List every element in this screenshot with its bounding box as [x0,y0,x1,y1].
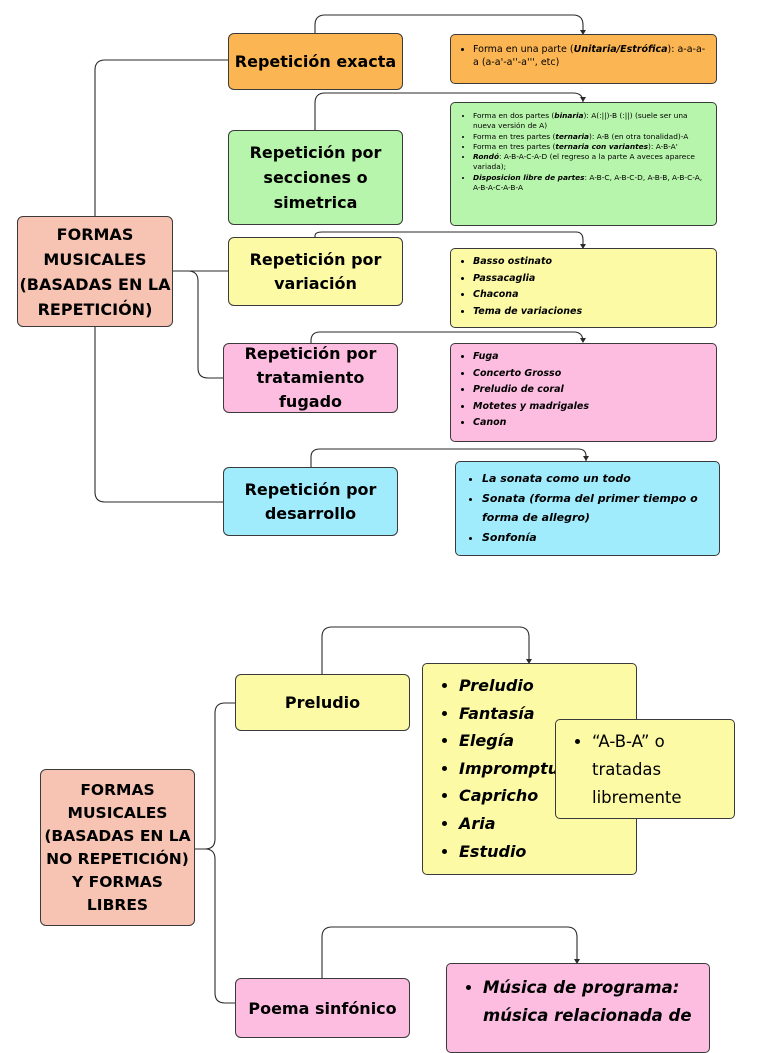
detail-item: Concerto Grosso [473,366,706,383]
detail-item: La sonata como un todo [482,469,709,489]
detail-item: Passacaglia [473,271,706,288]
detail-item: Fantasía [459,700,626,728]
category-node-repeticion-exacta[interactable]: Repetición exacta [228,33,403,90]
arrowhead [574,959,580,964]
arrowhead [526,659,532,664]
note-list: “A-B-A” o tratadas libremente [572,728,722,812]
category-node-repeticion-fugado[interactable]: Repetición por tratamiento fugado [223,343,398,413]
detail-box-preludio: Preludio Fantasía Elegía Impromptu Capri… [422,663,637,875]
detail-box-repeticion-fugado: Fuga Concerto Grosso Preludio de coral M… [450,343,717,442]
arrowhead [580,244,586,249]
detail-item: Preludio [459,672,626,700]
detail-item: Impromptu [459,755,626,783]
root-node-no-repeticion[interactable]: FORMAS MUSICALES (BASADAS EN LA NO REPET… [40,769,195,926]
detail-list: Forma en una parte (Unitaria/Estrófica):… [461,43,706,69]
arrowhead [580,30,586,35]
category-node-preludio[interactable]: Preludio [235,674,410,731]
detail-item: Motetes y madrigales [473,399,706,416]
arrowhead [580,97,586,102]
detail-item: Tema de variaciones [473,304,706,321]
detail-box-repeticion-secciones: Forma en dos partes (binaria): A(:||)-B … [450,102,717,226]
detail-item: Basso ostinato [473,254,706,271]
detail-item: Estudio [459,838,626,866]
detail-item: Aria [459,810,626,838]
connector-arc-7 [321,926,578,978]
arrowhead [583,456,589,461]
connector-arc-6 [321,626,530,674]
detail-item: Elegía [459,727,626,755]
detail-item: Sonfonía [482,528,709,548]
detail-item: Forma en tres partes (ternaria con varia… [473,142,706,152]
note-box-aba: “A-B-A” o tratadas libremente [555,719,735,819]
detail-list: Música de programa: música relacionada d… [463,974,697,1030]
root-node-label: FORMAS MUSICALES (BASADAS EN LA REPETICI… [19,224,171,319]
detail-item: Canon [473,415,706,432]
connector-arc-4 [310,331,584,343]
detail-box-repeticion-variacion: Basso ostinato Passacaglia Chacona Tema … [450,248,717,328]
category-node-repeticion-secciones[interactable]: Repetición por secciones o simetrica [228,130,403,225]
detail-item: Forma en una parte (Unitaria/Estrófica):… [473,43,706,69]
detail-item: Sonata (forma del primer tiempo o forma … [482,489,709,528]
detail-box-repeticion-exacta: Forma en una parte (Unitaria/Estrófica):… [450,34,717,84]
arrowhead [580,338,586,343]
detail-list: Basso ostinato Passacaglia Chacona Tema … [461,254,706,320]
detail-list: La sonata como un todo Sonata (forma del… [470,469,709,547]
connector-arc-1 [314,14,584,34]
category-node-poema-sinfonico[interactable]: Poema sinfónico [235,978,410,1038]
detail-item: Chacona [473,287,706,304]
detail-item: Forma en dos partes (binaria): A(:||)-B … [473,111,706,132]
detail-box-repeticion-desarrollo: La sonata como un todo Sonata (forma del… [455,461,720,556]
detail-item: Capricho [459,782,626,810]
connector-arc-5 [310,448,587,467]
root-node-repeticion[interactable]: FORMAS MUSICALES (BASADAS EN LA REPETICI… [17,216,173,327]
root-node-label: FORMAS MUSICALES (BASADAS EN LA NO REPET… [44,780,191,914]
detail-box-poema-sinfonico: Música de programa: música relacionada d… [446,963,710,1053]
detail-item: Disposicion libre de partes: A-B-C, A-B-… [473,173,706,194]
detail-item: Forma en tres partes (ternaria): A-B (en… [473,132,706,142]
detail-item: Música de programa: música relacionada d… [483,974,697,1030]
detail-list: Preludio Fantasía Elegía Impromptu Capri… [439,672,626,865]
detail-list: Forma en dos partes (binaria): A(:||)-B … [461,111,706,193]
detail-item: Preludio de coral [473,382,706,399]
category-node-repeticion-desarrollo[interactable]: Repetición por desarrollo [223,467,398,536]
note-item: “A-B-A” o tratadas libremente [592,728,722,812]
detail-item: Rondó: A-B-A-C-A-D (el regreso a la part… [473,152,706,173]
connector-root2-preludio [195,702,235,850]
connector-root2-poema [195,848,235,1004]
detail-list: Fuga Concerto Grosso Preludio de coral M… [461,349,706,432]
category-node-repeticion-variacion[interactable]: Repetición por variación [228,237,403,306]
connector-arc-3 [314,231,584,248]
detail-item: Fuga [473,349,706,366]
connector-root-fugado [173,270,223,379]
